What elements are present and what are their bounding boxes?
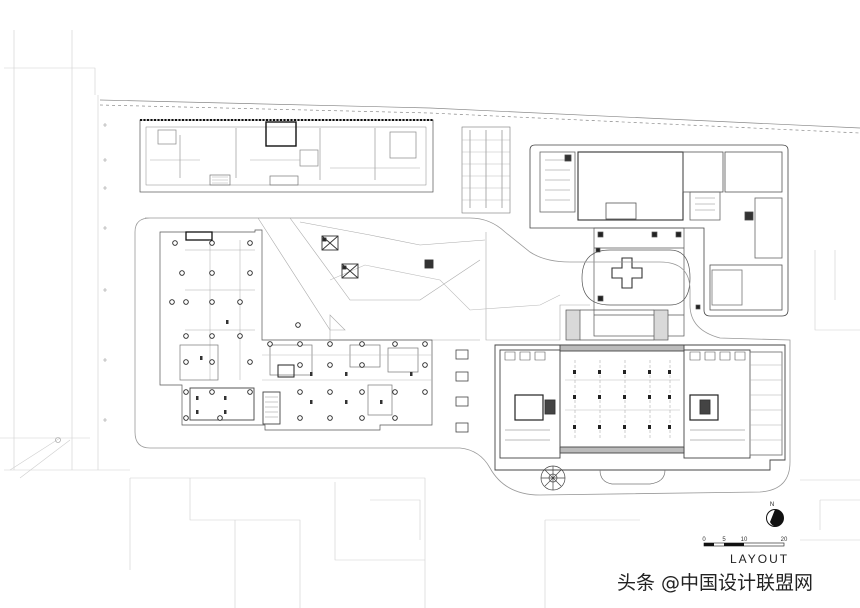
watermark-text: 头条 @中国设计联盟网 xyxy=(617,572,814,594)
connector-bridge xyxy=(565,309,669,341)
main-building xyxy=(494,344,786,485)
tree-markers xyxy=(55,123,107,443)
context-lines xyxy=(0,30,860,608)
scale-label-10: 10 xyxy=(741,537,748,543)
parking-stalls xyxy=(461,126,511,214)
heliport-forecourt xyxy=(581,227,701,337)
column-grid xyxy=(169,240,428,421)
entrance-rosette xyxy=(540,465,566,491)
scale-label-5: 5 xyxy=(722,537,726,543)
north-arrow: N xyxy=(766,502,784,527)
courtyard-pavilions xyxy=(321,235,434,279)
north-building xyxy=(139,119,434,193)
scale-label-20: 20 xyxy=(781,537,788,543)
north-label: N xyxy=(770,502,774,508)
east-building xyxy=(529,144,789,317)
north-road xyxy=(99,99,860,134)
drawing-title: LAYOUT xyxy=(730,552,789,566)
column-squares xyxy=(196,320,413,414)
west-building xyxy=(159,229,433,431)
scale-bar: 0 5 10 20 xyxy=(702,537,788,547)
site-boundary xyxy=(134,217,791,496)
scale-label-0: 0 xyxy=(702,537,706,543)
drop-off-bays xyxy=(455,349,469,433)
main-building-columns xyxy=(573,370,671,429)
